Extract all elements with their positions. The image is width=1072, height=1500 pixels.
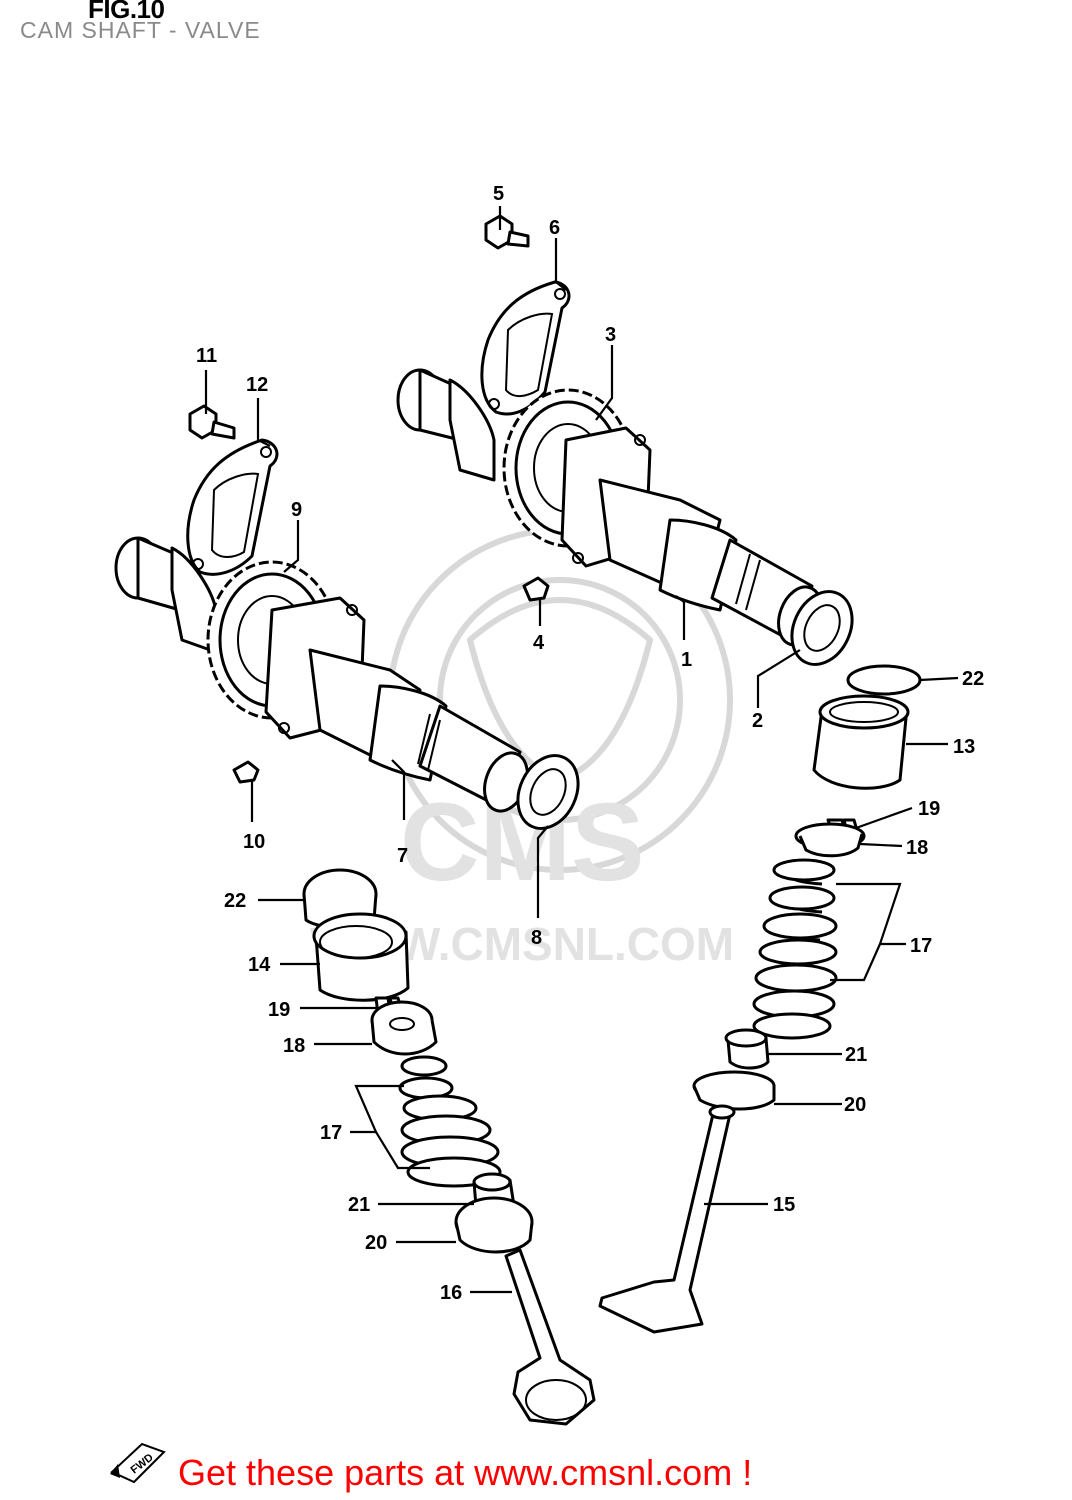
part-20-spring-seat-right: [692, 1070, 776, 1111]
callout-12: 12: [246, 374, 268, 396]
callout-22-right: 22: [962, 668, 984, 690]
callout-6: 6: [549, 217, 560, 239]
part-1-camshaft: [396, 368, 823, 647]
part-15-valve: [598, 1104, 736, 1334]
callout-19-left: 19: [268, 999, 290, 1021]
figure-subtitle: CAM SHAFT - VALVE: [20, 17, 261, 43]
callout-20-left: 20: [365, 1232, 387, 1254]
callout-14: 14: [248, 954, 271, 976]
callout-7: 7: [397, 845, 408, 867]
callout-1: 1: [681, 649, 692, 671]
callout-8: 8: [531, 927, 542, 949]
part-5-bolt: [484, 214, 530, 250]
part-16-valve: [504, 1248, 596, 1426]
callout-19-right: 19: [918, 798, 940, 820]
part-10-pin: [232, 760, 260, 784]
figure-title: FIG.10: [88, 0, 165, 24]
part-12-cam-guide-plate: [186, 438, 279, 576]
callout-17-left: 17: [320, 1122, 342, 1144]
part-14-tappet: [312, 912, 410, 1002]
get-parts-link[interactable]: Get these parts at www.cmsnl.com !: [178, 1452, 753, 1493]
part-4-pin: [522, 576, 550, 602]
part-17-spring-left: [398, 1055, 502, 1188]
part-13-tappet: [812, 694, 910, 790]
callout-2: 2: [752, 710, 763, 732]
left-valve-assembly: [302, 868, 596, 1426]
callout-11: 11: [196, 345, 217, 367]
callout-21-right: 21: [845, 1044, 867, 1066]
part-22-shim-right: [846, 664, 922, 696]
callout-9: 9: [291, 499, 302, 521]
callout-22-left: 22: [224, 890, 246, 912]
callout-15: 15: [773, 1194, 795, 1216]
right-valve-assembly: [598, 664, 922, 1334]
callout-18-right: 18: [906, 837, 928, 859]
callout-3: 3: [605, 324, 616, 346]
callout-18-left: 18: [283, 1035, 305, 1057]
callout-5: 5: [493, 183, 504, 205]
part-21-stem-seal-right: [724, 1028, 770, 1070]
forward-arrow-icon: FWD: [110, 1442, 166, 1484]
callout-13: 13: [953, 736, 975, 758]
callout-20-right: 20: [844, 1094, 866, 1116]
part-7-camshaft: [114, 536, 529, 813]
part-11-bolt: [188, 404, 236, 440]
part-18-retainer-right: [794, 822, 866, 858]
part-8-washer: [516, 754, 580, 830]
callout-21-left: 21: [348, 1194, 370, 1216]
callout-10: 10: [243, 831, 265, 853]
part-18-retainer-left: [370, 1000, 438, 1056]
part-17-spring-right: [752, 858, 838, 1040]
callout-4: 4: [533, 632, 545, 654]
part-2-washer: [790, 590, 854, 666]
part-6-cam-guide-plate: [480, 280, 571, 416]
part-20-spring-seat-left: [454, 1196, 534, 1254]
callout-17-right: 17: [910, 935, 932, 957]
leader-lines: [204, 206, 959, 1294]
callout-16: 16: [440, 1282, 462, 1304]
callout-labels: 1 2 3 4 5 6 7 8 9 10 11 12 13 14 15 16 1…: [196, 183, 984, 1304]
